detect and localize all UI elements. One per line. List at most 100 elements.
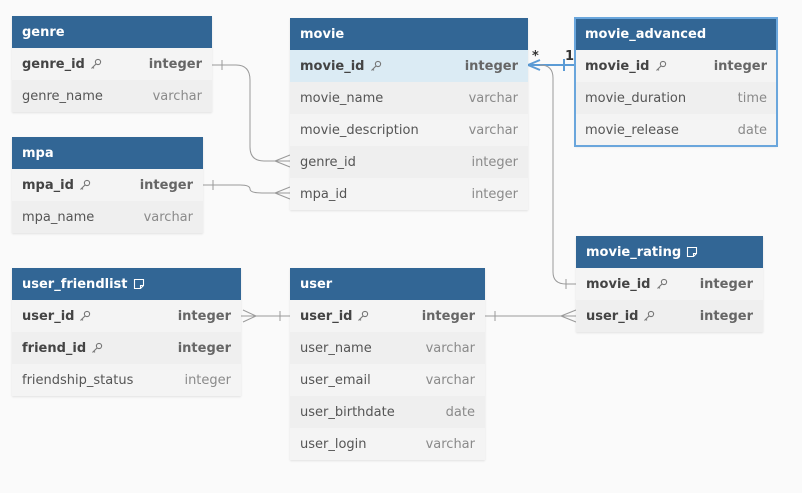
field-type: varchar (425, 436, 475, 452)
field-name: friendship_status (22, 372, 134, 388)
field-name-group: movie_id (585, 59, 667, 74)
table-title: user (300, 276, 333, 292)
field-row-user-name[interactable]: user_name varchar (290, 332, 485, 364)
field-name: movie_id (586, 276, 651, 292)
table-header-user-friendlist[interactable]: user_friendlist (12, 268, 241, 300)
field-row-genre-id[interactable]: genre_id integer (12, 48, 212, 80)
field-name-group: user_login (300, 437, 367, 452)
connector-user-movie-rating[interactable] (485, 309, 577, 323)
field-type: integer (139, 177, 193, 193)
field-type: integer (464, 58, 518, 74)
field-row-movie-id[interactable]: movie_id integer (575, 50, 777, 82)
field-name: genre_id (300, 154, 356, 170)
field-name: user_login (300, 436, 367, 452)
table-header-movie-advanced[interactable]: movie_advanced (575, 18, 777, 50)
key-icon (656, 278, 667, 289)
field-name-group: genre_id (22, 57, 102, 72)
field-name-group: friendship_status (22, 373, 133, 388)
table-header-movie-rating[interactable]: movie_rating (576, 236, 763, 268)
field-type: integer (177, 340, 231, 356)
field-name: user_id (22, 308, 75, 324)
table-header-genre[interactable]: genre (12, 16, 212, 48)
field-type: integer (699, 308, 753, 324)
field-row-user-id[interactable]: user_id integer (576, 300, 763, 332)
connector-genre-movie[interactable] (212, 60, 291, 168)
field-row-movie-id[interactable]: movie_id integer (576, 268, 763, 300)
field-name: mpa_id (300, 186, 348, 202)
note-icon[interactable] (133, 278, 145, 290)
field-type: integer (699, 276, 753, 292)
table-header-mpa[interactable]: mpa (12, 137, 203, 169)
field-name: genre_id (22, 56, 85, 72)
field-name: user_email (300, 372, 371, 388)
field-row-mpa-id[interactable]: mpa_id integer (12, 169, 203, 201)
field-type: integer (148, 56, 202, 72)
field-type: varchar (425, 340, 475, 356)
field-row-movie-id[interactable]: movie_id integer (290, 50, 528, 82)
table-header-user[interactable]: user (290, 268, 485, 300)
key-icon (358, 310, 369, 321)
field-row-user-login[interactable]: user_login varchar (290, 428, 485, 460)
table-movie-advanced[interactable]: movie_advanced movie_id integer movie_dura… (574, 17, 778, 147)
key-icon (644, 310, 655, 321)
field-name-group: movie_id (300, 59, 382, 74)
field-row-movie-name[interactable]: movie_name varchar (290, 82, 528, 114)
table-title: movie_rating (586, 244, 682, 260)
cardinality-one-label: 1 (565, 49, 575, 64)
field-type: integer (471, 186, 518, 202)
key-icon (80, 179, 91, 190)
table-header-movie[interactable]: movie (290, 18, 528, 50)
field-name-group: user_id (586, 309, 655, 324)
table-genre[interactable]: genre genre_id integer genre_name varchar (12, 16, 212, 112)
connector-mpa-movie[interactable] (203, 180, 291, 200)
field-name-group: mpa_id (22, 178, 91, 193)
field-type: varchar (152, 88, 202, 104)
key-icon (92, 342, 103, 353)
table-fields: genre_id integer genre_name varchar (12, 48, 212, 112)
field-name: user_birthdate (300, 404, 395, 420)
key-icon (370, 60, 381, 71)
field-name: movie_name (300, 90, 384, 106)
field-type: integer (471, 154, 518, 170)
field-row-genre-name[interactable]: genre_name varchar (12, 80, 212, 112)
field-name: movie_id (300, 58, 365, 74)
field-row-friend-id[interactable]: friend_id integer (12, 332, 241, 364)
field-row-friendship-status[interactable]: friendship_status integer (12, 364, 241, 396)
field-name-group: movie_duration (585, 91, 686, 106)
field-row-genre-id[interactable]: genre_id integer (290, 146, 528, 178)
note-icon[interactable] (686, 246, 698, 258)
field-type: varchar (468, 90, 518, 106)
field-name-group: movie_name (300, 91, 383, 106)
field-name-group: movie_description (300, 123, 419, 138)
field-row-mpa-id[interactable]: mpa_id integer (290, 178, 528, 210)
key-icon (80, 310, 91, 321)
connector-user-friendlist-user[interactable] (241, 309, 290, 323)
connector-movie-movie-rating[interactable] (539, 64, 576, 289)
field-name-group: user_id (22, 309, 91, 324)
field-name: genre_name (22, 88, 103, 104)
field-type: integer (184, 372, 231, 388)
field-name: user_name (300, 340, 372, 356)
field-type: integer (713, 58, 767, 74)
field-name-group: user_email (300, 373, 371, 388)
key-icon (90, 58, 102, 69)
field-name-group: friend_id (22, 341, 103, 356)
field-name-group: user_birthdate (300, 405, 395, 420)
field-name-group: genre_name (22, 89, 103, 104)
field-name: friend_id (22, 340, 87, 356)
